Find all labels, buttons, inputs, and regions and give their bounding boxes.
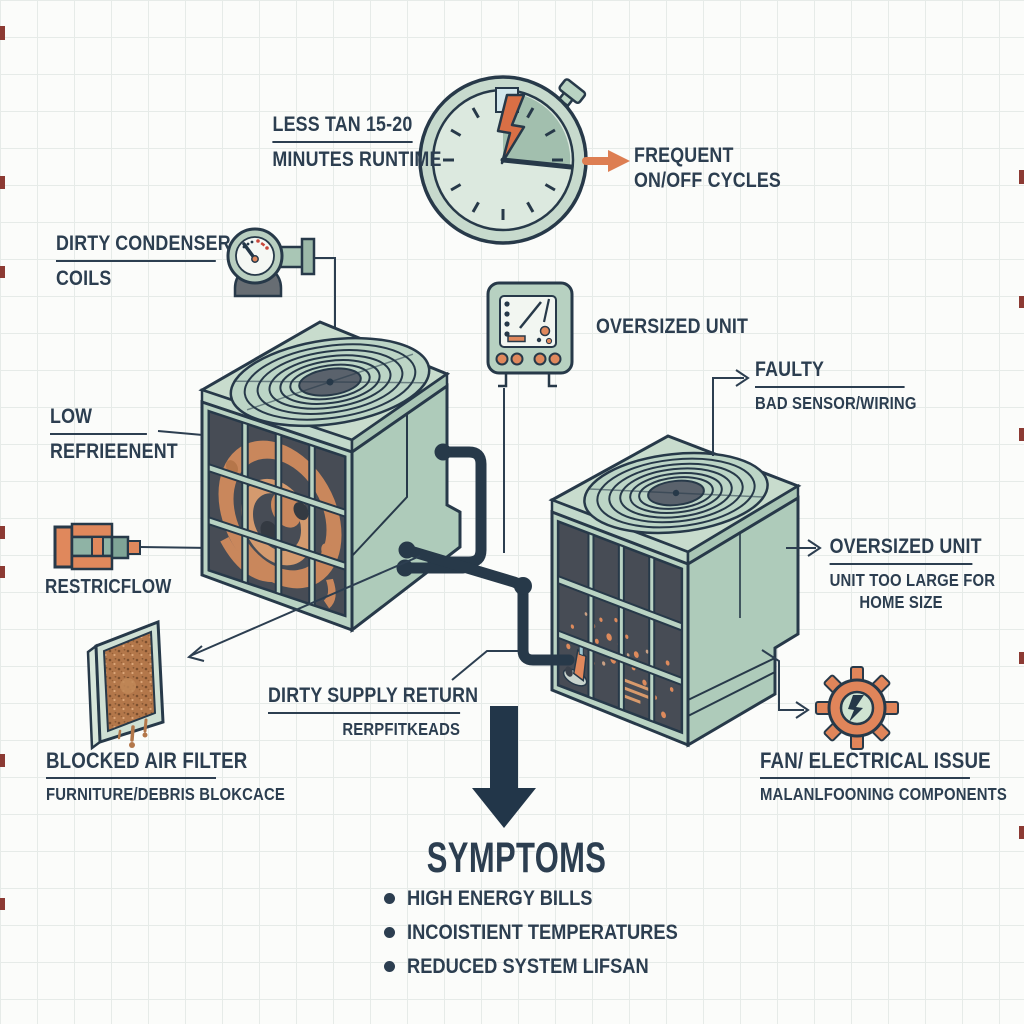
label-runtime: LESS TAN 15-20 MINUTES RUNTIME — [272, 112, 442, 172]
label-dirty-supply-return: DIRTY SUPPLY RETURN RERPFITKEADS — [268, 684, 479, 739]
control-panel-icon — [486, 281, 574, 388]
lightning-bolt — [496, 93, 526, 165]
arrow-to-gear — [761, 649, 810, 719]
debris-speckles — [564, 598, 674, 722]
runtime-line2: MINUTES RUNTIME — [272, 148, 442, 171]
label-fan-electrical: FAN/ ELECTRICAL ISSUE MALANLFOONING COMP… — [760, 748, 1008, 804]
orange-arrow-icon — [582, 150, 630, 172]
pressure-gauge-icon — [226, 227, 316, 298]
runtime-line1: LESS TAN 15-20 — [272, 112, 413, 143]
label-oversized-unit-mid: OVERSIZED UNIT — [596, 315, 749, 338]
panel-needle — [519, 301, 542, 329]
bullet-dot — [384, 927, 395, 938]
bullet-dot — [384, 961, 395, 972]
arrow-oversized-right — [786, 539, 822, 557]
connector-gauge-to-unit — [313, 257, 336, 332]
filter-drips — [117, 718, 148, 742]
fan-grille-right — [583, 451, 769, 535]
label-oversized-unit-right: OVERSIZED UNIT UNIT TOO LARGE FOR HOME S… — [829, 535, 996, 612]
down-arrow-icon — [472, 706, 536, 828]
label-restricted-flow: RESTRICFLOW — [45, 576, 172, 598]
label-dirty-condenser: DIRTY CONDENSER COILS — [56, 232, 231, 290]
connector-dirty-supply — [451, 650, 527, 681]
symptoms-list: HIGH ENERGY BILLS INCOISTIENT TEMPERATUR… — [384, 886, 726, 988]
label-frequent-cycles: FREQUENT ON/OFF CYCLES — [634, 144, 782, 192]
pipe-fitting-icon — [53, 522, 141, 571]
stopwatch-hand — [500, 157, 574, 170]
fan-grille-left — [229, 336, 431, 428]
panel-buttons — [495, 352, 562, 366]
ac-unit-right — [552, 436, 798, 745]
clock-ticks — [443, 100, 563, 220]
dropped-tool — [564, 636, 587, 689]
vent-slats — [624, 678, 649, 704]
label-low-refrigerant: LOW REFRIEENENT — [50, 405, 178, 463]
bullet-dot — [384, 893, 395, 904]
arrow-to-filter — [186, 555, 421, 662]
air-filter-icon — [86, 619, 165, 751]
arrow-faulty — [712, 369, 750, 456]
gear-lightning-icon — [815, 666, 899, 750]
panel-indicator-dots — [504, 301, 510, 337]
gear-lightning-bolt — [848, 695, 864, 722]
edge-marks — [0, 26, 1024, 910]
label-blocked-air-filter: BLOCKED AIR FILTER FURNITURE/DEBRIS BLOK… — [46, 748, 285, 804]
elapsed-sector — [503, 92, 571, 166]
ac-unit-left — [202, 322, 460, 630]
symptom-item: HIGH ENERGY BILLS — [384, 886, 726, 911]
label-faulty-sensor: FAULTY BAD SENSOR/WIRING — [755, 358, 917, 413]
stopwatch-icon — [418, 75, 588, 245]
symptoms-title: SYMPTOMS — [426, 834, 607, 882]
connector-restricted-flow — [139, 546, 213, 549]
symptom-item: INCOISTIENT TEMPERATURES — [384, 920, 726, 945]
symptom-item: REDUCED SYSTEM LIFSAN — [384, 954, 726, 979]
